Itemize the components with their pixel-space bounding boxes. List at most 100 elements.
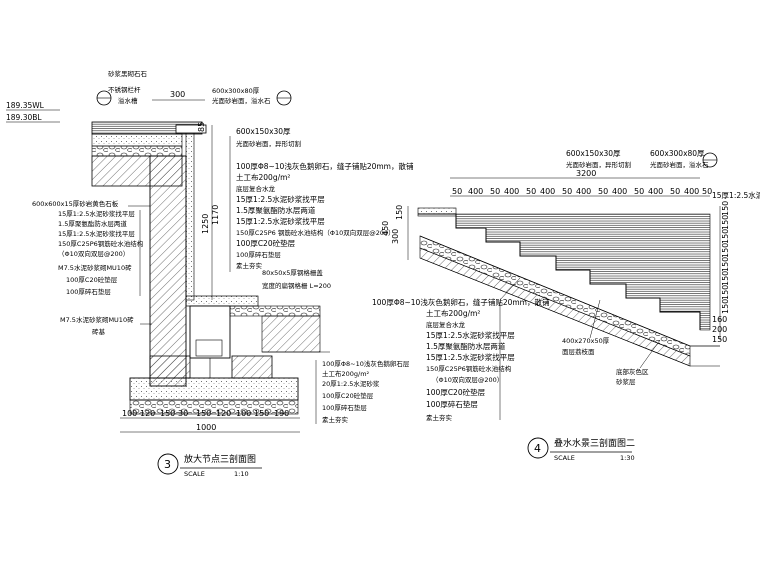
- s4-side-note-2: 砂浆层: [616, 377, 636, 386]
- ln-5: （Φ10双向双层@200）: [58, 249, 129, 258]
- s4l-1: 土工布200g/m²: [426, 308, 480, 318]
- s4-side-note-1: 底部灰色区: [616, 367, 649, 376]
- right-notes: 600x150x30厚 光面砂岩面，异形切割 100厚Φ8~10浅灰色鹅卵石，缝…: [229, 127, 414, 272]
- ln-7: 100厚C20砼垫层: [66, 275, 118, 284]
- s4l-5: 15厚1:2.5水泥砂浆找平层: [426, 352, 515, 362]
- rn-0: 600x150x30厚: [236, 127, 291, 136]
- rn-6: 1.5厚聚氨酯防水层两道: [236, 205, 316, 215]
- ln-3: 15厚1:2.5水泥砂浆找平层: [58, 229, 135, 238]
- bd-5: 120: [216, 409, 231, 418]
- ln-0: 600x600x15厚砂岩黄色石板: [32, 199, 119, 208]
- s4l-2: 底层复合水龙: [426, 320, 466, 329]
- s4-step-note-1: 400x270x50厚: [562, 337, 610, 345]
- s4-step-note-2: 面层荔枝面: [562, 347, 595, 356]
- s4d-3: 400: [504, 187, 519, 196]
- dim-top-300: 300: [170, 90, 185, 99]
- detail-callout-icon: [702, 152, 718, 168]
- s4-note-a2: 光面砂岩面，异形切割: [566, 160, 632, 169]
- left-notes: 600x600x15厚砂岩黄色石板 15厚1:2.5水泥砂浆找平层 1.5厚聚氨…: [32, 199, 152, 336]
- ln-8: 100厚碎石垫层: [66, 287, 111, 296]
- s4-note-b2: 光面砂岩面，溢水石: [650, 160, 709, 169]
- brn-0: 100厚Φ8~10浅灰色鹅卵石层: [322, 359, 410, 368]
- title-4: 叠水水景三剖面图二: [554, 437, 635, 449]
- section-4: 600x150x30厚 光面砂岩面，异形切割 600x300x80厚 光面砂岩面…: [372, 149, 760, 462]
- bd-8: 190: [274, 409, 289, 418]
- scale-label-4: SCALE: [554, 454, 575, 462]
- s4d-7: 400: [576, 187, 591, 196]
- drain-note-1: 80x50x5厚钢格栅盖: [262, 268, 323, 277]
- s4d-11: 400: [648, 187, 663, 196]
- s4d-12: 50: [670, 187, 680, 196]
- detail-callout-icon: [96, 90, 292, 106]
- bd-2: 150: [160, 409, 175, 418]
- rn-11: 素土夯实: [236, 261, 263, 270]
- bd-1: 120: [140, 409, 155, 418]
- scale-value-4: 1:30: [620, 454, 635, 462]
- s4-right-dims: 150 150 150 150 150 150 150 150 160 200 …: [712, 201, 730, 344]
- s4d-5: 400: [540, 187, 555, 196]
- title-number-3: 3: [164, 458, 171, 471]
- s4-dim-300: 300: [391, 229, 400, 244]
- top-note-3: 溢水槽: [118, 96, 138, 105]
- s4l-8: 100厚C20砼垫层: [426, 387, 486, 397]
- top-note-5: 光面砂岩面，溢水石: [212, 96, 271, 105]
- s4l-3: 15厚1:2.5水泥砂浆找平层: [426, 330, 515, 340]
- rn-5: 15厚1:2.5水泥砂浆找平层: [236, 194, 325, 204]
- s4r-1: 150: [721, 215, 730, 230]
- top-note-1: 砂浆黑砌石石: [108, 69, 148, 78]
- section-marker-icon: [157, 453, 179, 475]
- s4d-13: 400: [684, 187, 699, 196]
- s4d-9: 400: [612, 187, 627, 196]
- title-number-4: 4: [534, 442, 541, 455]
- ln-1: 15厚1:2.5水泥砂浆找平层: [58, 209, 135, 218]
- s4r-10: 150: [712, 335, 727, 344]
- ln-2: 1.5厚聚氨酯防水层两道: [58, 219, 127, 228]
- rn-8: 150厚C25P6 钢筋砼水池结构（Φ10双向双层@200）: [236, 228, 395, 237]
- s4d-2: 50: [490, 187, 500, 196]
- s4d-10: 50: [634, 187, 644, 196]
- s4r-9: 200: [712, 325, 727, 334]
- bd-3: 30: [178, 409, 188, 418]
- bd-6: 100: [236, 409, 251, 418]
- bd-4: 150: [196, 409, 211, 418]
- s4-dim-450: 450: [381, 221, 390, 236]
- s4-note-a1: 600x150x30厚: [566, 149, 621, 158]
- s4l-10: 素土夯实: [426, 413, 453, 422]
- s4-right-note: 15厚1:2.5水泥砂浆: [712, 190, 760, 200]
- s4-top-dims: 50 400 50 400 50 400 50 400 50 400 50 40…: [452, 187, 712, 196]
- rn-7: 15厚1:2.5水泥砂浆找平层: [236, 216, 325, 226]
- s4-dim-3200: 3200: [576, 169, 596, 178]
- s4l-7: （Φ10双向双层@200）: [432, 375, 503, 384]
- bottom-dims: 100 120 150 30 150 120 100 150 190: [122, 409, 289, 418]
- brn-4: 100厚碎石垫层: [322, 403, 367, 412]
- brn-3: 100厚C20砼垫层: [322, 391, 374, 400]
- section-marker-icon: [527, 437, 549, 459]
- brn-2: 20厚1:2.5水泥砂浆: [322, 379, 380, 388]
- ln-6: M7.5水泥砂浆砌MU10砖: [58, 263, 132, 272]
- section-3: 189.35WL 189.30BL 砂浆黑砌石石 不锈钢栏杆 溢水槽 600x3…: [6, 69, 414, 478]
- ln-4: 150厚C25P6钢筋砼水池结构: [58, 239, 144, 248]
- bottom-right-notes: 100厚Φ8~10浅灰色鹅卵石层 土工布200g/m² 20厚1:2.5水泥砂浆…: [315, 359, 410, 424]
- rn-4: 底层复合水龙: [236, 184, 276, 193]
- ln-9: M7.5水泥砂浆砌MU10砖: [60, 315, 134, 324]
- s4r-2: 150: [721, 229, 730, 244]
- top-note-2: 不锈钢栏杆: [108, 85, 141, 94]
- s4-dim-150: 150: [395, 205, 404, 220]
- s4l-6: 150厚C25P6钢筋砼水池结构: [426, 364, 512, 373]
- bd-0: 100: [122, 409, 137, 418]
- scale-value-3: 1:10: [234, 470, 249, 478]
- elev-bl: 189.30BL: [6, 113, 42, 122]
- s4-note-b1: 600x300x80厚: [650, 149, 705, 158]
- s4r-4: 150: [721, 257, 730, 272]
- s4r-6: 150: [721, 285, 730, 300]
- drain-note-2: 宽度的扁钢格栅 L=200: [262, 281, 331, 290]
- ln-10: 砖基: [92, 327, 106, 336]
- rn-2: 100厚Φ8~10浅灰色鹅卵石，缝子铺贴20mm，散铺: [236, 161, 414, 171]
- rn-9: 100厚C20砼垫层: [236, 238, 296, 248]
- s4r-8: 160: [712, 315, 727, 324]
- s4r-0: 150: [721, 201, 730, 216]
- dim-v-85: 85: [197, 122, 206, 132]
- title-3: 放大节点三剖面图: [184, 453, 256, 465]
- brn-5: 素土夯实: [322, 415, 349, 424]
